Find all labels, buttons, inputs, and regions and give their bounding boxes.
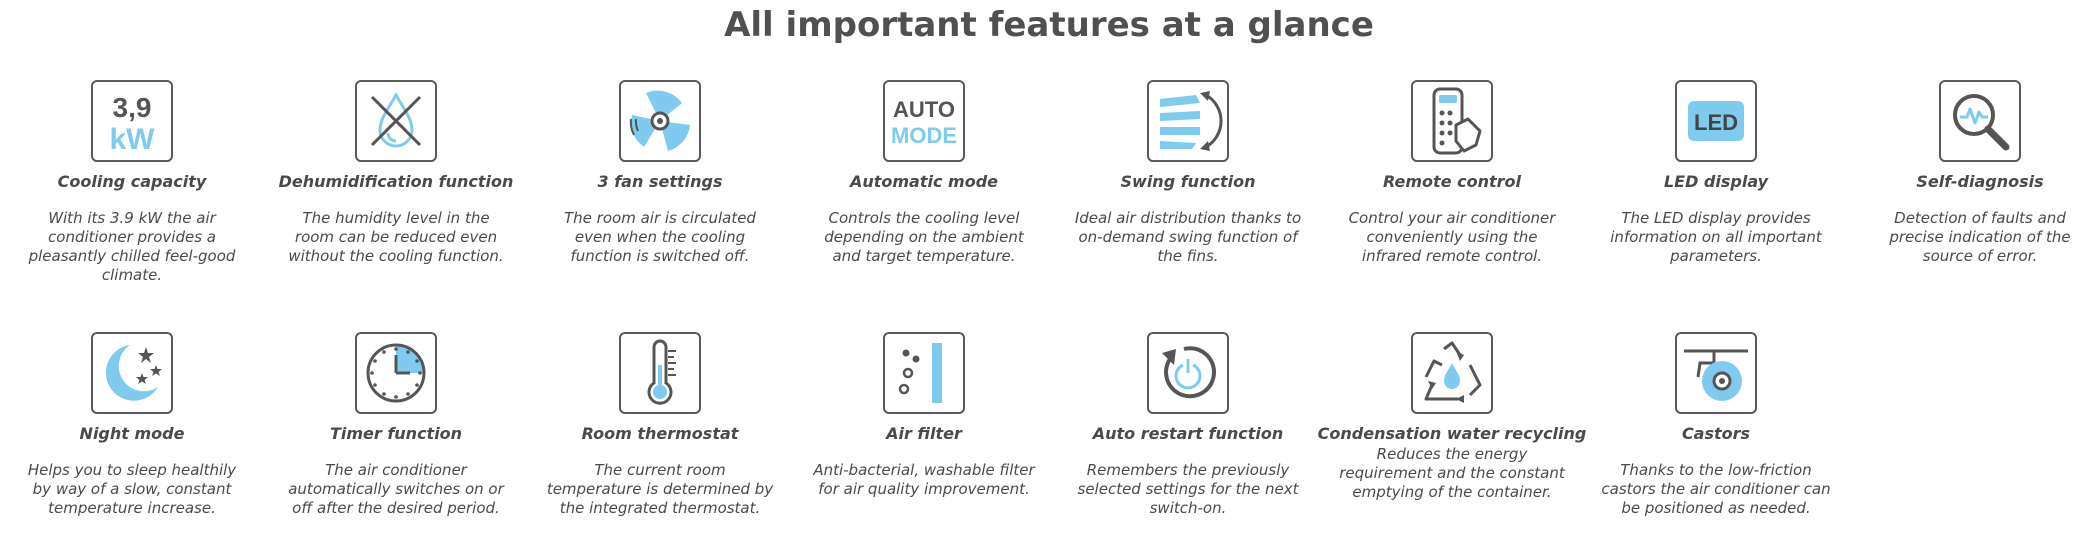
feature-swing: Swing function Ideal air distribution th… [1056,80,1320,285]
feature-description: With its 3.9 kW the air conditioner prov… [28,209,236,284]
feature-title: Self-diagnosis [1916,172,2044,191]
feature-room-thermostat: Room thermostat The current room tempera… [528,332,792,518]
cooling-capacity-value: 3,9 [113,92,152,123]
feature-title: Air filter [886,424,962,443]
timer-icon [355,332,437,414]
led-display-icon: LED [1675,80,1757,162]
feature-title: Night mode [79,424,185,443]
feature-description: The LED display provides information on … [1610,209,1822,265]
feature-description: Ideal air distribution thanks to on-dema… [1074,209,1302,265]
feature-title: Timer function [329,424,463,443]
dehumidification-icon [355,80,437,162]
auto-restart-icon [1147,332,1229,414]
led-display-text: LED [1694,110,1738,135]
feature-title: Auto restart function [1092,424,1284,443]
auto-mode-text-top: AUTO [893,97,955,122]
thermostat-icon [619,332,701,414]
feature-auto-restart: Auto restart function Remembers the prev… [1056,332,1320,518]
fan-icon [619,80,701,162]
feature-description: The room air is circulated even when the… [564,209,756,265]
feature-description: Controls the cooling level depending on … [824,209,1024,265]
auto-mode-text-bottom: MODE [891,123,957,148]
feature-description: Anti-bacterial, washable filter for air … [813,461,1035,498]
feature-dehumidification: Dehumidification function The humidity l… [264,80,528,285]
feature-automatic-mode: AUTO MODE Automatic mode Controls the co… [792,80,1056,285]
swing-icon [1147,80,1229,162]
feature-night-mode: Night mode Helps you to sleep healthily … [0,332,264,518]
feature-description: Thanks to the low-friction castors the a… [1601,461,1831,517]
feature-cooling-capacity: 3,9 kW Cooling capacity With its 3.9 kW … [0,80,264,285]
feature-title: Automatic mode [849,172,999,191]
feature-title: Cooling capacity [57,172,207,191]
night-mode-icon [91,332,173,414]
auto-mode-icon: AUTO MODE [883,80,965,162]
remote-control-icon [1411,80,1493,162]
feature-title: Remote control [1383,172,1521,191]
feature-description: Remembers the previously selected settin… [1077,461,1299,517]
feature-title: Room thermostat [581,424,739,443]
feature-description: The air conditioner automatically switch… [288,461,504,517]
condensation-recycling-icon [1411,332,1493,414]
feature-air-filter: Air filter Anti-bacterial, washable filt… [792,332,1056,518]
features-row-2: Night mode Helps you to sleep healthily … [0,332,1848,518]
cooling-capacity-unit: kW [110,123,156,156]
features-row-1: 3,9 kW Cooling capacity With its 3.9 kW … [0,80,2098,285]
feature-fan-settings: 3 fan settings The room air is circulate… [528,80,792,285]
feature-title: 3 fan settings [597,172,723,191]
page-title: All important features at a glance [724,5,1374,45]
feature-title: Swing function [1120,172,1256,191]
feature-description: The humidity level in the room can be re… [288,209,504,265]
feature-title: Condensation water recycling [1317,424,1587,443]
feature-description: Helps you to sleep healthily by way of a… [27,461,237,517]
air-filter-icon [883,332,965,414]
feature-title: Dehumidification function [278,172,514,191]
feature-condensation-recycling: Condensation water recycling Reduces the… [1317,332,1587,518]
self-diagnosis-icon [1939,80,2021,162]
castor-icon [1675,332,1757,414]
feature-description: The current room temperature is determin… [546,461,774,517]
feature-self-diagnosis: Self-diagnosis Detection of faults and p… [1848,80,2098,285]
feature-led-display: LED LED display The LED display provides… [1584,80,1848,285]
feature-title: LED display [1663,172,1769,191]
feature-description: Reduces the energy requirement and the c… [1339,445,1565,501]
cooling-capacity-icon: 3,9 kW [91,80,173,162]
feature-timer: Timer function The air conditioner autom… [264,332,528,518]
feature-description: Control your air conditioner convenientl… [1348,209,1556,265]
feature-description: Detection of faults and precise indicati… [1889,209,2071,265]
feature-castors: Castors Thanks to the low-friction casto… [1584,332,1848,518]
feature-title: Castors [1681,424,1751,443]
feature-remote-control: Remote control Control your air conditio… [1320,80,1584,285]
